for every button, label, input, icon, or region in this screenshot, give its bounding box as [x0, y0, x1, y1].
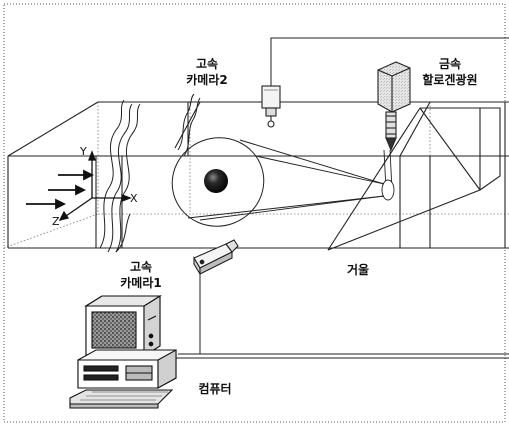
label-camera1-line1: 고속: [129, 260, 153, 274]
high-speed-camera-2: [261, 85, 281, 128]
axis-label-y: Y: [80, 145, 87, 158]
field-of-view: [171, 137, 385, 227]
label-high-speed-camera-2: 고속 카메라2: [176, 56, 238, 88]
axis-label-x: X: [130, 192, 138, 205]
light-beam: [199, 149, 395, 221]
halogen-light-source: [377, 61, 411, 152]
label-mirror: 거울: [346, 263, 370, 277]
label-camera1-line2: 카메라1: [120, 276, 162, 290]
label-computer: 컴퓨터: [198, 382, 232, 396]
coordinate-axes: [58, 150, 132, 221]
label-camera2-line1: 고속: [195, 57, 219, 71]
label-halogen-line2: 할로겐광원: [422, 73, 478, 87]
bubble-sphere: [204, 169, 228, 193]
cables: [176, 37, 509, 359]
flow-arrows: [26, 169, 95, 210]
monitor-screen: [91, 311, 137, 349]
computer: [69, 295, 177, 409]
label-camera2-line2: 카메라2: [186, 73, 228, 87]
label-halogen-light-source: 금속 할로겐광원: [410, 56, 490, 88]
axis-label-z: Z: [52, 215, 60, 228]
label-halogen-line1: 금속: [438, 57, 462, 71]
mesh-screen: [99, 93, 201, 253]
mirror: [327, 107, 501, 251]
outer-frame: [3, 3, 506, 423]
high-speed-camera-1: [193, 239, 239, 276]
label-high-speed-camera-1: 고속 카메라1: [110, 259, 172, 291]
